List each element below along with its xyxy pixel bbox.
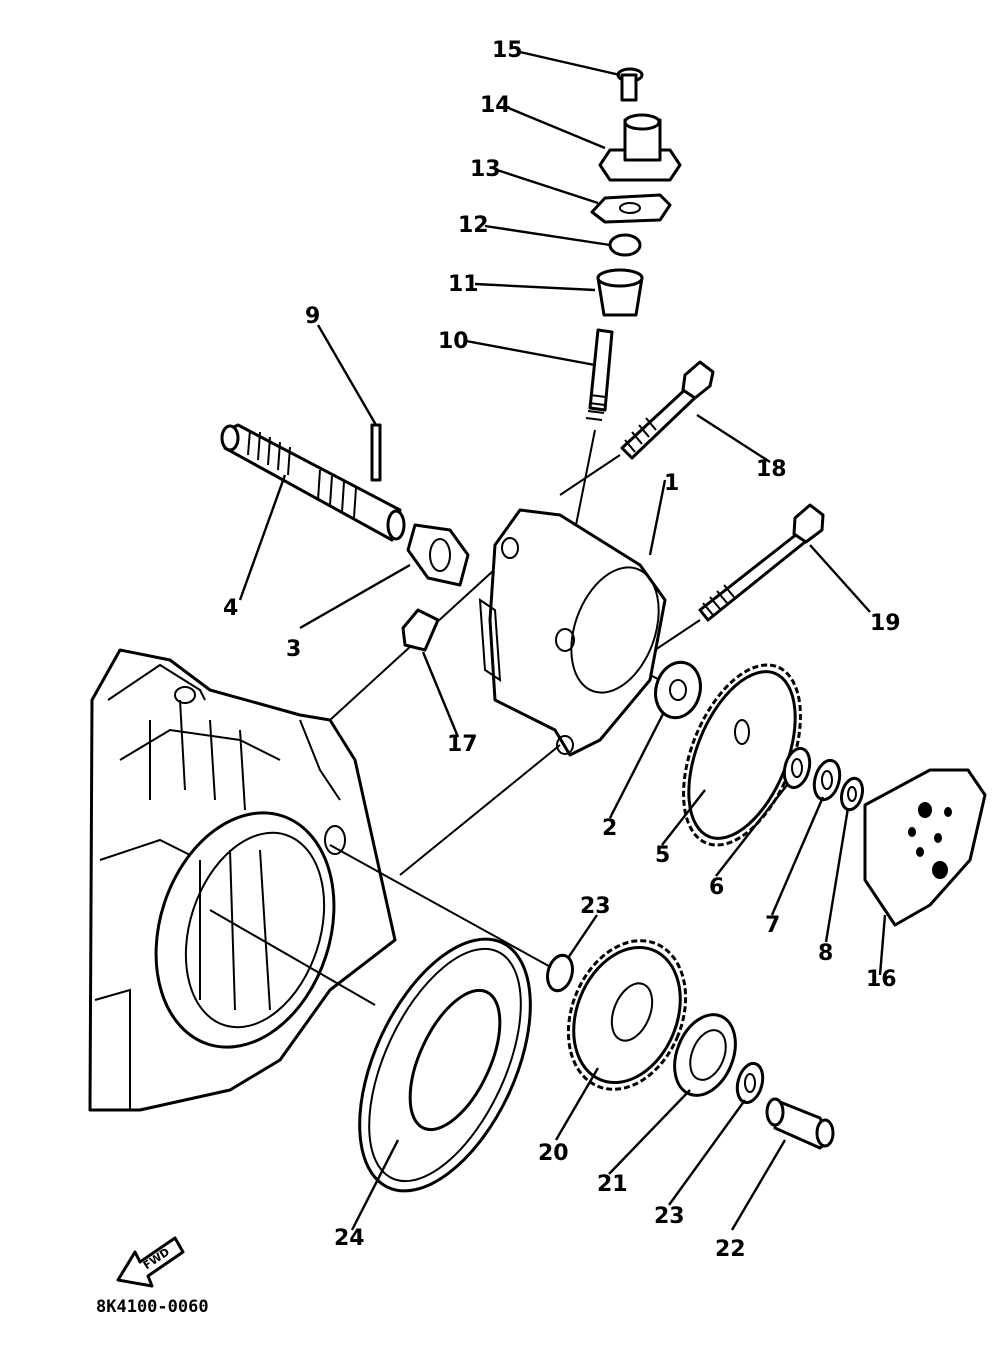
part-11-bushing — [596, 268, 644, 317]
part-label-9: 9 — [305, 304, 320, 329]
part-21-bearing — [673, 1013, 737, 1097]
part-10-shaft — [585, 328, 614, 421]
part-label-10: 10 — [438, 329, 469, 354]
diagram-code: 8K4100-0060 — [96, 1297, 209, 1317]
part-label-21: 21 — [597, 1172, 628, 1197]
part-label-13: 13 — [470, 157, 501, 182]
part-label-2: 2 — [602, 816, 617, 841]
part-3-collar — [406, 523, 470, 587]
part-14-holder — [598, 113, 682, 182]
part-15-bolt — [616, 67, 644, 102]
part-number-labels: 15 14 13 12 11 10 9 1 18 19 3 4 17 2 5 6… — [223, 38, 901, 1262]
forward-arrow-icon: FWD — [116, 1236, 185, 1288]
crankcase-housing — [88, 648, 397, 1112]
part-label-23-upper: 23 — [580, 894, 611, 919]
part-label-1: 1 — [664, 471, 679, 496]
part-label-17: 17 — [447, 732, 478, 757]
part-16-cover-plate — [863, 768, 987, 927]
part-18-bolt — [620, 360, 715, 460]
part-label-22: 22 — [715, 1237, 746, 1262]
part-label-14: 14 — [480, 93, 511, 118]
part-label-12: 12 — [458, 213, 489, 238]
part-label-3: 3 — [286, 637, 301, 662]
part-1-pump-housing — [478, 508, 667, 757]
part-label-5: 5 — [655, 843, 670, 868]
part-24-disc — [358, 937, 532, 1193]
part-17-dowel — [401, 608, 440, 652]
part-label-23-lower: 23 — [654, 1204, 685, 1229]
part-22-collar — [765, 1097, 835, 1150]
part-label-6: 6 — [709, 875, 724, 900]
part-label-18: 18 — [756, 457, 787, 482]
part-9-pin — [370, 423, 382, 482]
part-20-gear — [566, 939, 688, 1091]
part-label-24: 24 — [334, 1226, 365, 1251]
part-2-washer — [654, 660, 702, 720]
part-7-washer — [812, 758, 842, 802]
part-label-20: 20 — [538, 1141, 569, 1166]
part-label-19: 19 — [870, 611, 901, 636]
part-23-circlip-upper — [546, 953, 574, 993]
part-6-washer — [782, 746, 812, 790]
part-23-washer-lower — [735, 1061, 765, 1105]
part-4-worm-shaft — [220, 423, 406, 542]
part-label-7: 7 — [765, 913, 780, 938]
part-8-washer — [839, 776, 865, 812]
part-label-15: 15 — [492, 38, 523, 63]
part-label-16: 16 — [866, 967, 897, 992]
part-19-bolt — [698, 503, 825, 622]
part-13-gasket — [590, 193, 672, 224]
part-12-seal — [608, 233, 642, 257]
part-label-4: 4 — [223, 596, 238, 621]
part-label-11: 11 — [448, 272, 479, 297]
leader-lines — [238, 50, 887, 1231]
part-label-8: 8 — [818, 941, 833, 966]
